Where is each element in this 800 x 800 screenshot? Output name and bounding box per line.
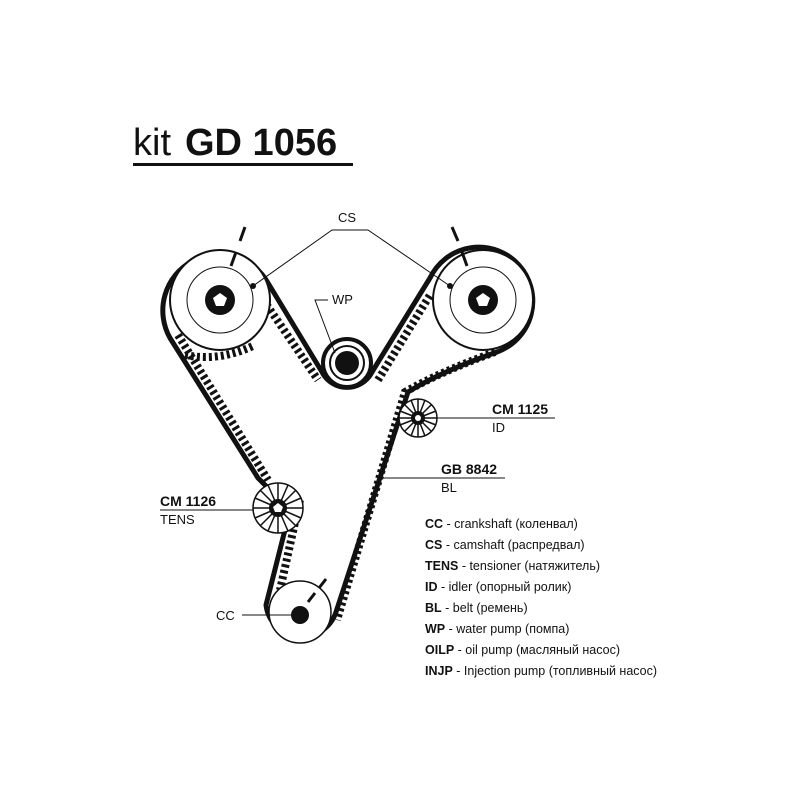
cs-leader-lines	[252, 229, 451, 287]
legend-desc: - Injection pump (топливный насос)	[456, 664, 658, 678]
wp-label: WP	[332, 292, 353, 307]
legend-desc: - belt (ремень)	[445, 601, 528, 615]
legend-desc: - tensioner (натяжитель)	[461, 559, 601, 573]
tensioner-role: TENS	[160, 512, 195, 527]
idler-part-number: CM 1125	[492, 401, 549, 417]
right-camshaft-pulley	[432, 226, 534, 351]
legend-item: CC - crankshaft (коленвал)	[425, 514, 657, 535]
kit-title: kit GD 1056	[133, 121, 337, 165]
kit-prefix: kit	[133, 122, 171, 164]
legend-abbr: BL	[425, 601, 442, 615]
legend-abbr: OILP	[425, 643, 455, 657]
title-underline	[133, 163, 353, 166]
legend-abbr: WP	[425, 622, 446, 636]
legend-desc: - water pump (помпа)	[448, 622, 570, 636]
legend-item: CS - camshaft (распредвал)	[425, 535, 657, 556]
legend-abbr: CS	[425, 538, 443, 552]
left-camshaft-pulley	[169, 226, 271, 351]
legend-item: OILP - oil pump (масляный насос)	[425, 640, 657, 661]
legend-desc: - camshaft (распредвал)	[445, 538, 585, 552]
cs-label: CS	[338, 210, 357, 225]
legend-item: BL - belt (ремень)	[425, 598, 657, 619]
legend-desc: - oil pump (масляный насос)	[457, 643, 620, 657]
tensioner-part-number: CM 1126	[160, 493, 217, 509]
belt-part-number: GB 8842	[441, 461, 498, 477]
legend-item: WP - water pump (помпа)	[425, 619, 657, 640]
tensioner-pulley	[160, 482, 304, 534]
legend: CC - crankshaft (коленвал) CS - camshaft…	[425, 514, 657, 682]
legend-desc: - idler (опорный ролик)	[440, 580, 572, 594]
legend-abbr: CC	[425, 517, 444, 531]
belt-teeth	[174, 292, 497, 622]
idler-pulley	[398, 398, 555, 438]
cc-label: CC	[216, 608, 235, 623]
legend-item: TENS - tensioner (натяжитель)	[425, 556, 657, 577]
legend-abbr: ID	[425, 580, 438, 594]
legend-item: INJP - Injection pump (топливный насос)	[425, 661, 657, 682]
idler-role: ID	[492, 420, 505, 435]
kit-code: GD 1056	[185, 122, 338, 164]
legend-item: ID - idler (опорный ролик)	[425, 577, 657, 598]
legend-abbr: TENS	[425, 559, 459, 573]
water-pump-pulley	[314, 299, 373, 389]
belt-role: BL	[441, 480, 457, 495]
crankshaft-pulley	[242, 578, 332, 644]
legend-desc: - crankshaft (коленвал)	[446, 517, 578, 531]
legend-abbr: INJP	[425, 664, 453, 678]
